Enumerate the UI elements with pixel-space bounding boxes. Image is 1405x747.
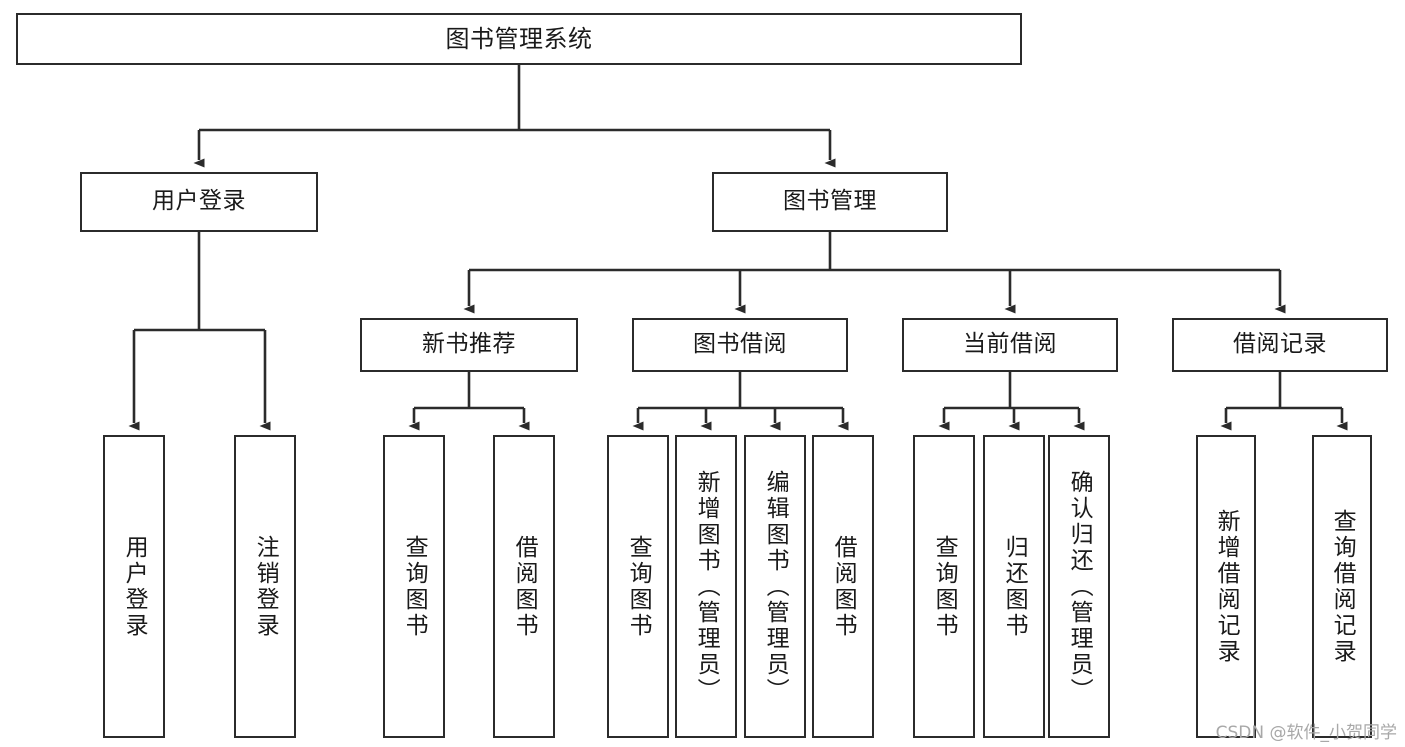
watermark: CSDN @软件_小贺同学: [1215, 723, 1397, 743]
node-leaf-edit-book[interactable]: 编辑图书（管理员）: [744, 435, 806, 738]
node-label: 借阅记录: [1233, 331, 1327, 358]
node-label: 图书管理: [783, 188, 877, 215]
node-label: 用户登录: [121, 534, 148, 639]
node-leaf-add-book[interactable]: 新增图书（管理员）: [675, 435, 737, 738]
node-label: 查询图书: [625, 534, 652, 639]
node-leaf-query-book-2[interactable]: 查询图书: [607, 435, 669, 738]
node-label: 图书管理系统: [445, 24, 593, 53]
node-label: 查询图书: [401, 534, 428, 639]
node-current-borrow[interactable]: 当前借阅: [902, 318, 1118, 372]
node-label: 新增借阅记录: [1213, 508, 1240, 665]
node-label: 当前借阅: [963, 331, 1057, 358]
node-borrow-record[interactable]: 借阅记录: [1172, 318, 1388, 372]
node-leaf-add-record[interactable]: 新增借阅记录: [1196, 435, 1256, 738]
node-label: 用户登录: [152, 188, 246, 215]
node-label: 图书借阅: [693, 331, 787, 358]
node-label: 查询图书: [931, 534, 958, 639]
node-label: 确认归还（管理员）: [1066, 469, 1093, 704]
node-label: 编辑图书（管理员）: [762, 469, 789, 704]
node-leaf-borrow-book-2[interactable]: 借阅图书: [812, 435, 874, 738]
node-book-manage[interactable]: 图书管理: [712, 172, 948, 232]
node-leaf-confirm-return[interactable]: 确认归还（管理员）: [1048, 435, 1110, 738]
node-user-login[interactable]: 用户登录: [80, 172, 318, 232]
node-label: 借阅图书: [511, 534, 538, 639]
node-leaf-logout-login[interactable]: 注销登录: [234, 435, 296, 738]
node-leaf-query-book-1[interactable]: 查询图书: [383, 435, 445, 738]
node-book-borrow[interactable]: 图书借阅: [632, 318, 848, 372]
node-root-system[interactable]: 图书管理系统: [16, 13, 1022, 65]
node-leaf-query-book-3[interactable]: 查询图书: [913, 435, 975, 738]
node-label: 借阅图书: [830, 534, 857, 639]
node-leaf-borrow-book-1[interactable]: 借阅图书: [493, 435, 555, 738]
node-label: 查询借阅记录: [1329, 508, 1356, 665]
node-label: 新书推荐: [422, 331, 516, 358]
node-label: 注销登录: [252, 534, 279, 639]
node-new-book-recommend[interactable]: 新书推荐: [360, 318, 578, 372]
node-leaf-query-record[interactable]: 查询借阅记录: [1312, 435, 1372, 738]
node-leaf-user-login[interactable]: 用户登录: [103, 435, 165, 738]
node-leaf-return-book[interactable]: 归还图书: [983, 435, 1045, 738]
node-label: 归还图书: [1001, 534, 1028, 639]
node-label: 新增图书（管理员）: [693, 469, 720, 704]
